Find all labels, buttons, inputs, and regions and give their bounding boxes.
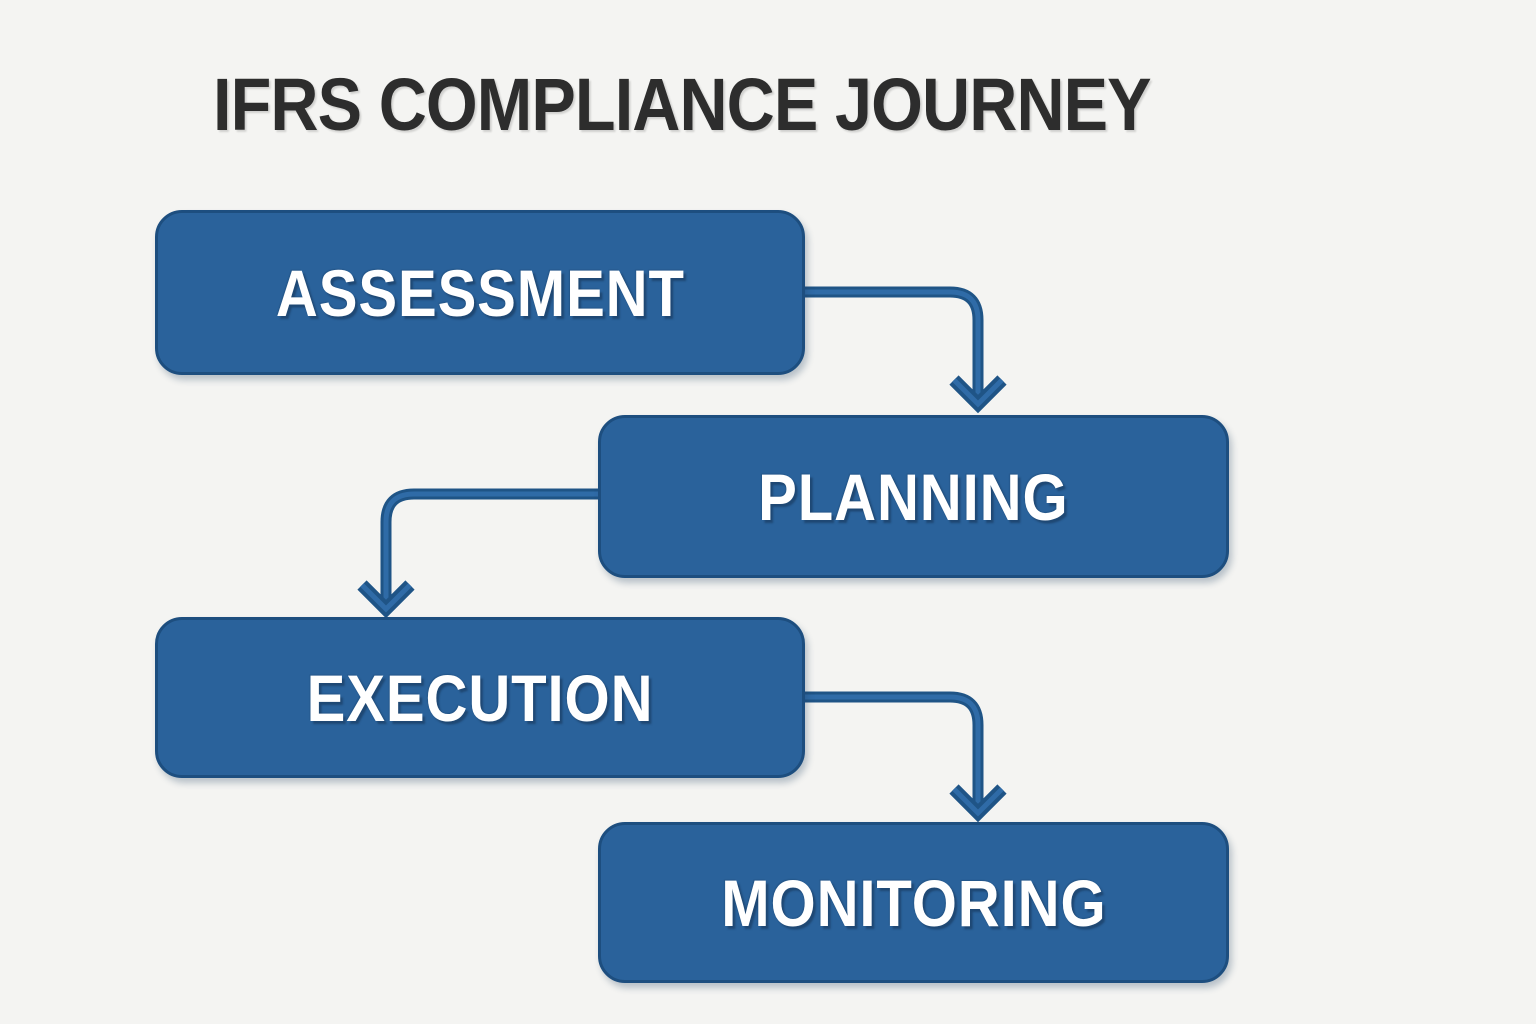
arrow-down-icon-core (952, 378, 1004, 408)
connector-execution-to-monitoring (800, 691, 1007, 823)
step-box-assessment: ASSESSMENT (155, 210, 805, 375)
step-box-execution: EXECUTION (155, 617, 805, 778)
connector-assessment-to-planning (800, 286, 1007, 414)
connector-line-core (383, 491, 603, 602)
connector-line (800, 691, 984, 806)
connector-line (800, 286, 984, 398)
step-label-execution: EXECUTION (306, 660, 654, 735)
arrow-down-icon-core (360, 583, 412, 613)
step-label-planning: PLANNING (758, 459, 1069, 534)
page-title: IFRS COMPLIANCE JOURNEY (213, 63, 1152, 146)
connector-line-core (800, 694, 981, 806)
connector-line (380, 488, 603, 602)
connector-planning-to-execution (357, 488, 603, 619)
arrow-down-icon-core (952, 787, 1004, 817)
step-box-planning: PLANNING (598, 415, 1229, 578)
step-box-monitoring: MONITORING (598, 822, 1229, 983)
step-label-monitoring: MONITORING (720, 865, 1107, 940)
connector-line-core (800, 289, 981, 398)
step-label-assessment: ASSESSMENT (275, 255, 685, 330)
